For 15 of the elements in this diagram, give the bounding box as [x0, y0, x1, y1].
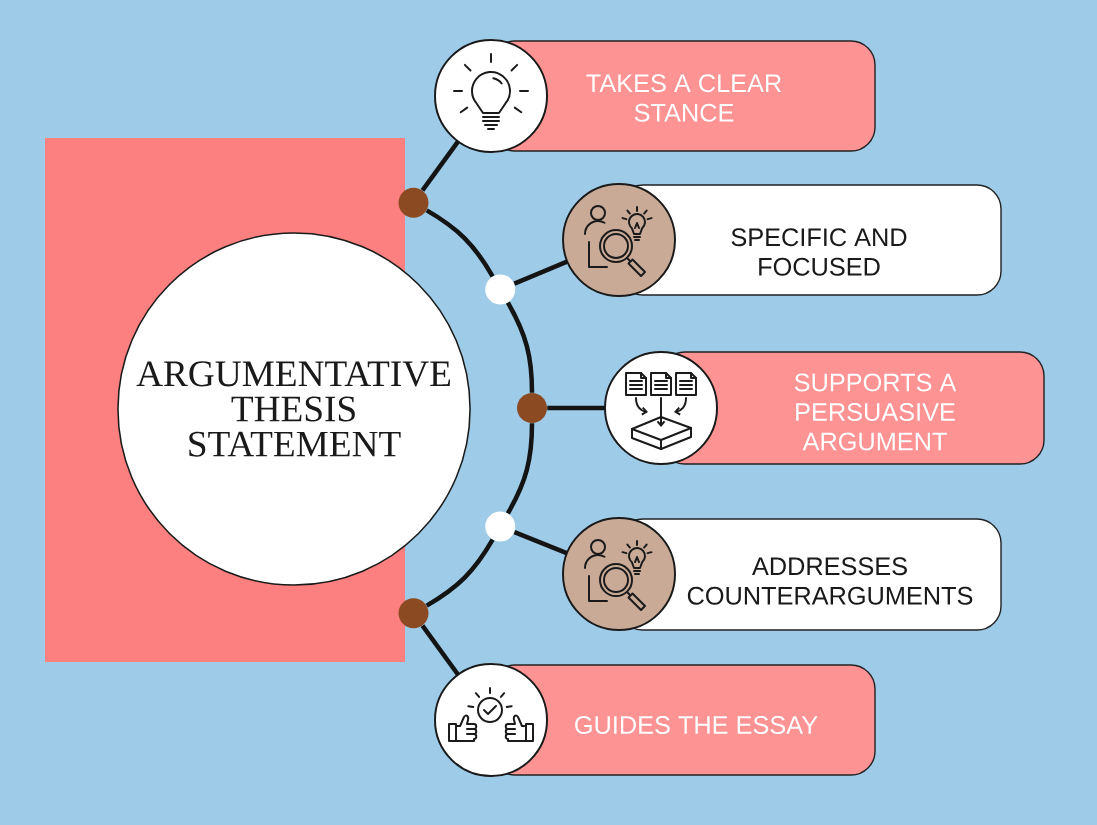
- connector-dot: [485, 511, 516, 542]
- connector-line: [425, 538, 495, 608]
- connector-line: [425, 208, 495, 278]
- connector-line: [505, 301, 535, 393]
- connector-dot: [398, 187, 429, 218]
- connector-dot: [485, 274, 516, 305]
- connector-line: [513, 530, 568, 556]
- connector-line: [420, 140, 460, 192]
- connector-line: [547, 405, 605, 411]
- connector-line: [420, 624, 460, 676]
- connector-dot: [517, 393, 547, 423]
- circle-node: ARGUMENTATIVE THESIS STATEMENT: [117, 232, 471, 586]
- connector-line: [505, 423, 535, 515]
- connector-line: [513, 259, 568, 286]
- connector-dot: [398, 598, 429, 629]
